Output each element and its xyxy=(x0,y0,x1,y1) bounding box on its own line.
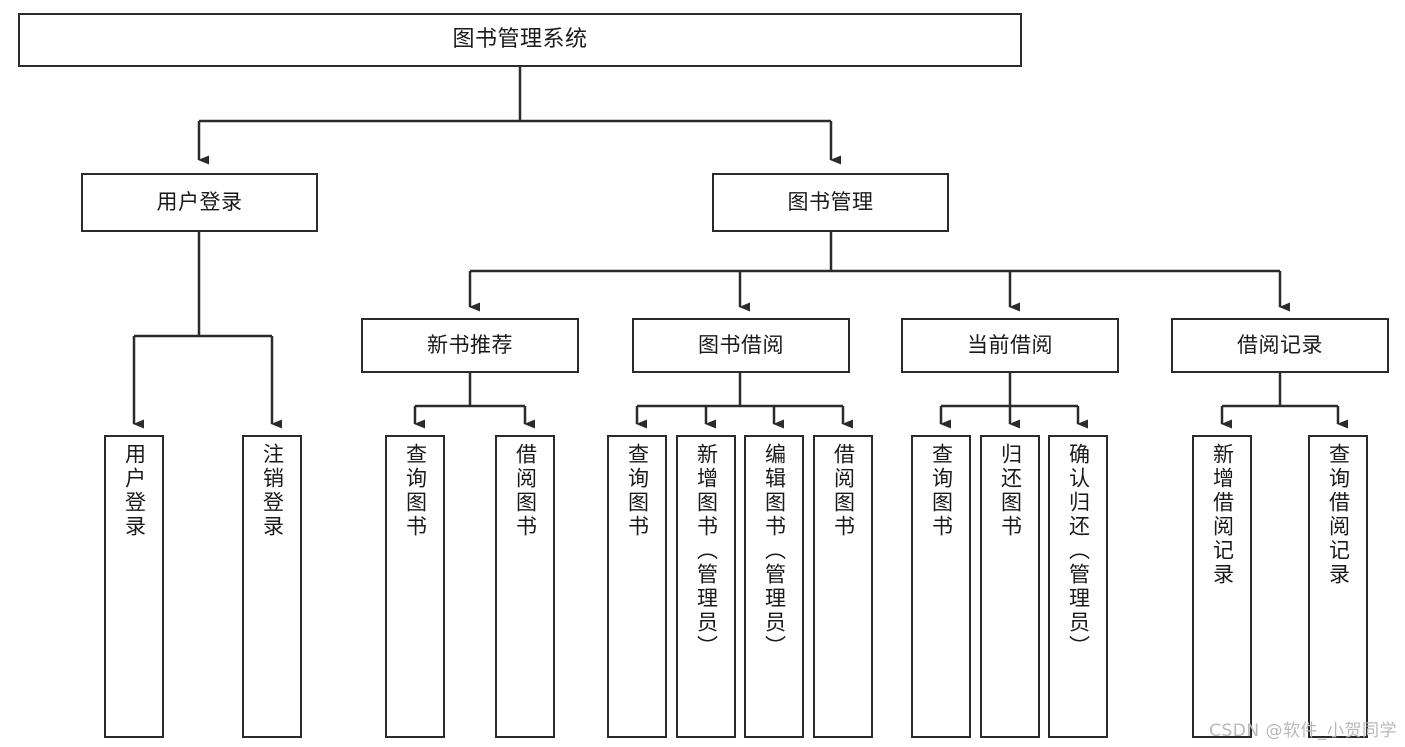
book-borrow-connectors xyxy=(635,373,853,429)
node-leaf-query-book-2[interactable]: 查询图书 xyxy=(607,435,667,738)
node-leaf-user-login-label: 用户登录 xyxy=(122,443,147,539)
node-leaf-borrow-book-1-label: 借阅图书 xyxy=(513,443,538,539)
node-book-manage-label: 图书管理 xyxy=(787,189,874,214)
node-current-borrow[interactable]: 当前借阅 xyxy=(901,318,1119,373)
node-borrow-record-label: 借阅记录 xyxy=(1237,332,1323,357)
node-leaf-add-record-label: 新增借阅记录 xyxy=(1210,443,1235,587)
node-book-manage[interactable]: 图书管理 xyxy=(712,173,949,232)
node-leaf-query-book-1-label: 查询图书 xyxy=(403,443,428,539)
csdn-watermark: CSDN @软件_小贺同学 xyxy=(1209,721,1397,741)
node-leaf-add-record[interactable]: 新增借阅记录 xyxy=(1192,435,1252,738)
node-leaf-edit-book-label: 编辑图书（管理员） xyxy=(762,443,787,659)
node-leaf-query-record[interactable]: 查询借阅记录 xyxy=(1308,435,1368,738)
borrow-record-connectors xyxy=(1220,373,1348,429)
node-leaf-user-logout[interactable]: 注销登录 xyxy=(242,435,302,738)
node-leaf-borrow-book-2[interactable]: 借阅图书 xyxy=(813,435,873,738)
node-leaf-query-book-1[interactable]: 查询图书 xyxy=(385,435,445,738)
node-leaf-return-book-label: 归还图书 xyxy=(998,443,1023,539)
current-borrow-connectors xyxy=(939,373,1088,429)
node-root-system[interactable]: 图书管理系统 xyxy=(18,13,1022,67)
node-leaf-query-book-3-label: 查询图书 xyxy=(929,443,954,539)
node-leaf-user-login[interactable]: 用户登录 xyxy=(104,435,164,738)
node-new-book-recommend[interactable]: 新书推荐 xyxy=(361,318,579,373)
node-leaf-add-book-label: 新增图书（管理员） xyxy=(694,443,719,659)
node-leaf-confirm-return-label: 确认归还（管理员） xyxy=(1066,443,1091,659)
book-manage-connectors xyxy=(468,232,1290,312)
node-borrow-record[interactable]: 借阅记录 xyxy=(1171,318,1389,373)
node-leaf-query-book-3[interactable]: 查询图书 xyxy=(911,435,971,738)
node-leaf-query-record-label: 查询借阅记录 xyxy=(1326,443,1351,587)
root-connectors xyxy=(197,67,841,165)
node-user-login-label: 用户登录 xyxy=(156,189,243,214)
user-login-connectors xyxy=(132,232,282,429)
node-book-borrow[interactable]: 图书借阅 xyxy=(632,318,850,373)
node-root-system-label: 图书管理系统 xyxy=(452,27,588,53)
node-current-borrow-label: 当前借阅 xyxy=(967,332,1053,357)
node-book-borrow-label: 图书借阅 xyxy=(698,332,784,357)
node-new-book-recommend-label: 新书推荐 xyxy=(427,332,513,357)
node-leaf-confirm-return[interactable]: 确认归还（管理员） xyxy=(1048,435,1108,738)
node-leaf-user-logout-label: 注销登录 xyxy=(260,443,285,539)
node-leaf-add-book[interactable]: 新增图书（管理员） xyxy=(676,435,736,738)
new-book-recommend-connectors xyxy=(413,373,535,429)
node-leaf-borrow-book-1[interactable]: 借阅图书 xyxy=(495,435,555,738)
node-leaf-borrow-book-2-label: 借阅图书 xyxy=(831,443,856,539)
node-leaf-return-book[interactable]: 归还图书 xyxy=(980,435,1040,738)
node-user-login[interactable]: 用户登录 xyxy=(81,173,318,232)
node-leaf-query-book-2-label: 查询图书 xyxy=(625,443,650,539)
node-leaf-edit-book[interactable]: 编辑图书（管理员） xyxy=(744,435,804,738)
